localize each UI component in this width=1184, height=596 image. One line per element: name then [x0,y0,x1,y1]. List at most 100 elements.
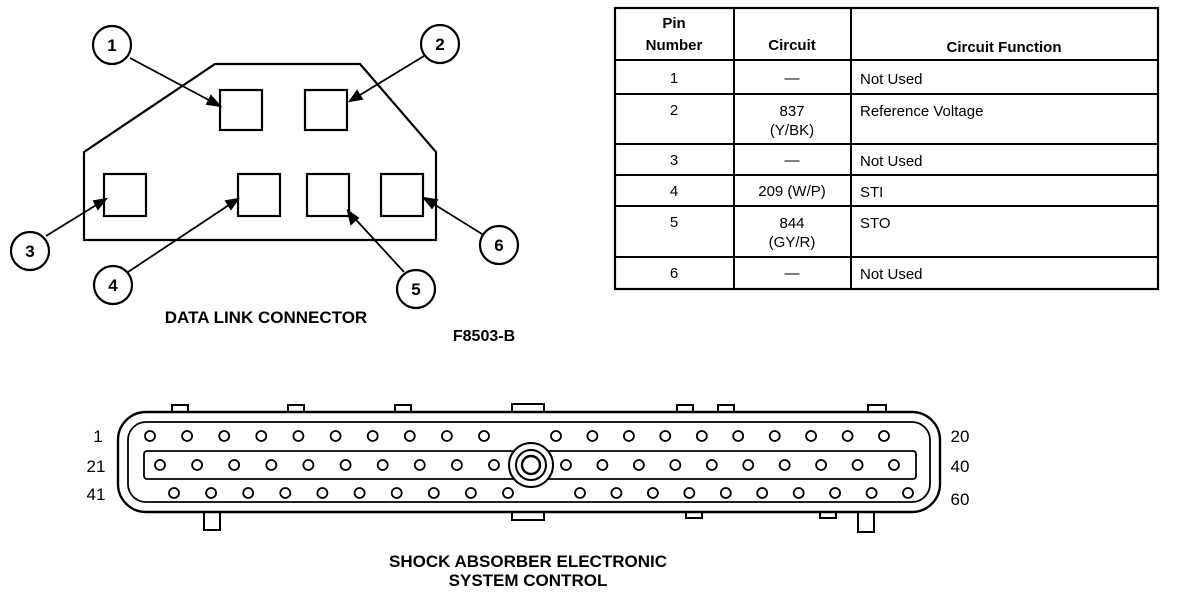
data-link-connector: 1 2 3 4 5 6 DATA LINK CONNECTOR F8503-B [9,23,520,345]
pin-hole [768,430,781,442]
pin-hole [647,487,659,499]
pin-hole [242,487,255,499]
cell-circuit: 837 [779,103,804,120]
pin-hole [841,430,854,442]
pin-hole [695,430,708,442]
pin-hole [339,459,352,471]
pin-hole [302,459,315,471]
cell-circuit: 844 [779,215,804,232]
header-circuit: Circuit [768,37,816,54]
pin-hole [705,459,718,471]
pin-hole [596,459,609,471]
callout-3-label: 3 [25,242,34,261]
pin-hole [792,487,805,499]
callout-6: 6 [478,224,520,266]
pin-hole [815,459,827,471]
cell-circuit-color: (GY/R) [769,234,816,251]
figure-code: F8503-B [453,328,515,345]
cell-pin: 1 [670,70,678,87]
pin-hole [732,430,745,442]
header-pin-line2: Number [646,37,703,54]
pin-hole [633,459,645,471]
table-row: 4 209 (W/P) STI [670,183,884,201]
module-caption-line1: SHOCK ABSORBER ELECTRONIC [389,552,667,571]
pin-hole [478,430,490,442]
cell-function: Reference Voltage [860,103,983,120]
pin-hole [316,487,329,499]
pin-hole [265,459,278,471]
pin-hole [778,459,791,471]
module-caption-line2: SYSTEM CONTROL [449,571,608,590]
pin-hole [719,487,732,499]
table-row: 5 844 (GY/R) STO [670,214,891,251]
pin-hole [742,459,755,471]
dlc-cavity-6 [379,172,425,218]
connector-housing-outline [82,62,438,242]
pin-hole [902,487,914,499]
pin-hole [450,459,463,471]
cell-function: Not Used [860,266,923,283]
dlc-caption: DATA LINK CONNECTOR [165,308,367,327]
pin-hole [851,459,864,471]
pin-hole [218,430,231,442]
dlc-cavity-4 [236,172,282,218]
cell-function: Not Used [860,153,923,170]
pin-hole [888,459,900,471]
callout-3: 3 [9,230,51,272]
cell-circuit: — [785,152,800,169]
pin-hole [574,487,586,499]
pin-hole [488,459,500,471]
pin-hole [878,430,890,442]
pin-hole [756,487,769,499]
pin-hole [440,430,453,442]
cell-pin: 2 [670,102,678,119]
dlc-cavity-5 [305,172,351,218]
pin-hole [413,459,426,471]
callout-leaders [45,55,483,273]
connector-shell-inner [127,421,931,503]
cell-pin: 3 [670,152,678,169]
cell-pin: 4 [670,183,678,200]
module-connector-60-pin: 1 21 41 20 40 60 SHOCK ABSORBER ELECTRON… [87,403,969,590]
center-bolt [508,442,554,488]
header-pin-line1: Pin [662,15,685,32]
pin-hole [390,487,403,499]
pin-row-start-label: 21 [87,457,106,476]
dlc-cavity-3 [102,172,148,218]
dlc-cavity-1 [218,88,264,132]
cell-pin: 5 [670,214,678,231]
callout-1-label: 1 [107,36,116,55]
callout-4: 4 [92,264,134,306]
pin-hole [228,459,241,471]
pin-row-start-label: 41 [87,485,106,504]
cell-circuit: — [785,265,800,282]
callout-2-label: 2 [435,35,444,54]
pin-hole [683,487,696,499]
pin-hole [550,430,562,442]
pin-hole [464,487,477,499]
cell-circuit: — [785,70,800,87]
pin-hole [168,487,180,499]
pin-hole [805,430,817,442]
table-row: 1 — Not Used [670,70,923,88]
header-circuit-function: Circuit Function [947,39,1062,56]
pin-hole [154,459,166,471]
pin-hole [205,487,218,499]
pin-hole [292,430,305,442]
pin-hole [865,487,878,499]
pin-hole [502,487,514,499]
cell-function: Not Used [860,71,923,88]
cell-function: STO [860,215,891,232]
pin-hole [427,487,440,499]
pin-hole [586,430,599,442]
pin-hole [181,430,194,442]
callout-2: 2 [419,23,461,65]
table-row: 2 837 (Y/BK) Reference Voltage [670,102,984,139]
dlc-cavity-2 [303,88,349,132]
pin-hole [376,459,389,471]
callout-4-label: 4 [108,276,118,295]
callout-5: 5 [395,268,437,310]
pin-hole [610,487,623,499]
pin-hole [560,459,572,471]
